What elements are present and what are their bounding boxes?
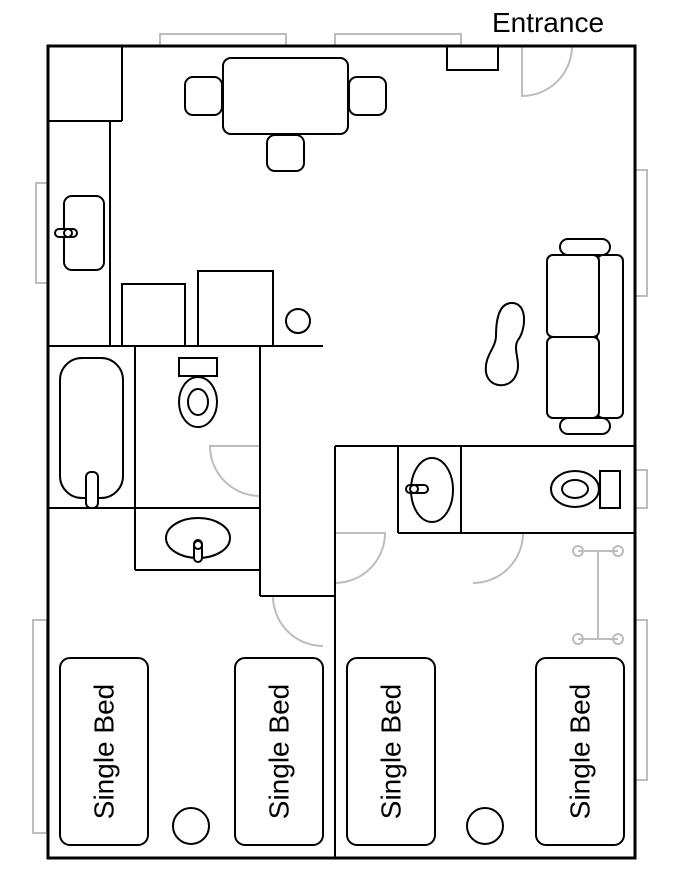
window-right-middle [634,469,648,509]
clothes-rack [572,545,624,645]
dining-chair-right [348,76,387,116]
toilet-ensuite-tank [599,470,621,509]
entrance-label: Entrance [492,7,604,38]
bed-label: Single Bed [264,684,295,819]
sofa-arm-top [559,238,611,256]
window-left-upper [35,182,49,284]
bed-1: Single Bed [59,657,149,846]
outer-wall [46,44,637,860]
kitchen-cabinet-large [197,270,274,347]
clothes-rack-hook-2 [612,545,624,557]
window-top-middle [334,33,462,47]
bathtub-tap [85,471,99,509]
entrance-mat [446,45,499,71]
sink-main [165,517,231,563]
bedroom-left-door [271,595,324,647]
window-left-lower [32,619,48,834]
bed-3: Single Bed [346,657,436,846]
window-right-upper [634,169,648,297]
dining-chair-left [184,76,223,116]
toilet-tank [178,357,218,377]
dining-set [184,57,387,172]
vanity-sink [54,195,105,271]
sofa-cushion-top [546,254,600,338]
ensuite-sink [405,457,454,523]
vanity-drain [63,228,73,238]
nightstand-left [172,807,210,845]
bed-4: Single Bed [535,657,625,846]
bathtub [59,357,124,509]
doors [208,45,573,647]
bed-frame [59,657,149,846]
nightstand-right [466,807,504,845]
kitchen-bin-icon [285,308,311,334]
toilet-ensuite [550,470,621,509]
bed-frame [535,657,625,846]
dining-chair-bottom [266,134,305,172]
bed-frame [346,657,436,846]
kitchen [121,270,311,347]
kitchen-cabinet-small [121,283,186,347]
toilet-main [178,357,218,428]
sink-main-drain [193,540,203,550]
bed-label: Single Bed [376,684,407,819]
living-area [484,238,624,435]
bathroom-door [208,445,261,497]
toilet-ensuite-seat [561,479,589,499]
bed-frame [234,657,324,846]
sofa-back [596,254,624,419]
walls [46,44,637,860]
ensuite-sink-drain [409,484,419,494]
coffee-table [484,301,525,387]
bed-2: Single Bed [234,657,324,846]
sofa-arm-bottom [559,417,611,435]
clothes-rack-hook-4 [612,633,624,645]
window-right-lower [634,619,648,781]
bed-label: Single Bed [89,684,120,819]
clothes-rack-hook-1 [572,545,584,557]
bedroom-right-door [334,532,387,584]
ensuite-door [472,532,525,584]
window-top-left [159,33,287,47]
toilet-seat [187,388,209,416]
clothes-rack-hook-3 [572,633,584,645]
dining-table [222,57,349,135]
bed-label: Single Bed [565,684,596,819]
entrance-door [521,45,573,98]
sofa-cushion-bottom [546,336,600,419]
